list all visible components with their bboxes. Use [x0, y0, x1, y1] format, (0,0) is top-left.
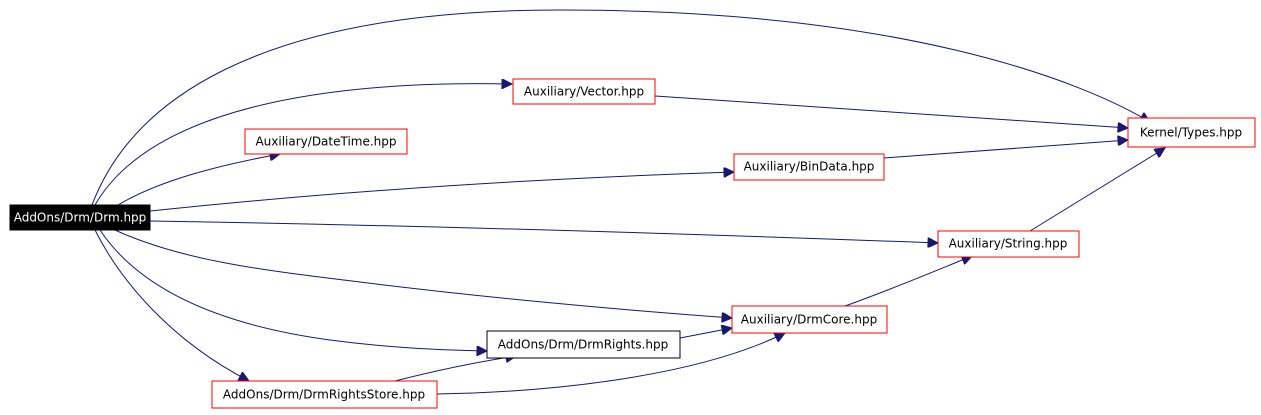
edge-vector-to-types	[654, 95, 1128, 128]
node-label: Auxiliary/BinData.hpp	[744, 160, 875, 174]
node-label: AddOns/Drm/Drm.hpp	[14, 211, 147, 225]
edge-drm-to-vector	[94, 84, 512, 206]
node-drm-hpp[interactable]: AddOns/Drm/Drm.hpp	[9, 204, 151, 231]
node-label: AddOns/Drm/DrmRights.hpp	[498, 338, 668, 352]
edge-drm-to-drmcore	[114, 229, 732, 318]
node-bindata-hpp[interactable]: Auxiliary/BinData.hpp	[733, 153, 885, 181]
edge-drm-to-datetime	[117, 154, 280, 206]
node-types-hpp[interactable]: Kernel/Types.hpp	[1127, 117, 1256, 148]
node-label: AddOns/Drm/DrmRightsStore.hpp	[223, 388, 425, 402]
node-vector-hpp[interactable]: Auxiliary/Vector.hpp	[512, 78, 656, 105]
edge-drm-to-bindata	[149, 172, 734, 212]
node-datetime-hpp[interactable]: Auxiliary/DateTime.hpp	[244, 128, 408, 155]
edge-drmrightsstore-to-drmrights	[394, 356, 516, 382]
edge-drm-to-string	[149, 220, 938, 243]
node-drmrights-hpp[interactable]: AddOns/Drm/DrmRights.hpp	[486, 330, 681, 359]
node-drmrightsstore-hpp[interactable]: AddOns/Drm/DrmRightsStore.hpp	[211, 380, 438, 409]
edge-drm-to-types	[91, 9, 1150, 206]
edge-drmcore-to-string	[844, 256, 972, 307]
edge-drm-to-drmrightsstore	[94, 229, 249, 381]
edge-drm-to-drmrights	[99, 229, 487, 351]
edge-drmrightsstore-to-drmcore	[436, 333, 785, 395]
edge-drmrights-to-drmcore	[679, 328, 732, 339]
node-label: Auxiliary/Vector.hpp	[524, 85, 644, 99]
node-label: Auxiliary/DateTime.hpp	[255, 135, 396, 149]
node-label: Auxiliary/String.hpp	[949, 237, 1068, 251]
edge-bindata-to-types	[883, 140, 1128, 159]
node-drmcore-hpp[interactable]: Auxiliary/DrmCore.hpp	[731, 305, 888, 334]
nodes: AddOns/Drm/Drm.hpp Auxiliary/Vector.hpp …	[9, 78, 1256, 409]
node-label: Auxiliary/DrmCore.hpp	[741, 313, 877, 327]
node-label: Kernel/Types.hpp	[1140, 126, 1242, 140]
edge-string-to-types	[1029, 148, 1165, 232]
node-string-hpp[interactable]: Auxiliary/String.hpp	[937, 230, 1080, 258]
